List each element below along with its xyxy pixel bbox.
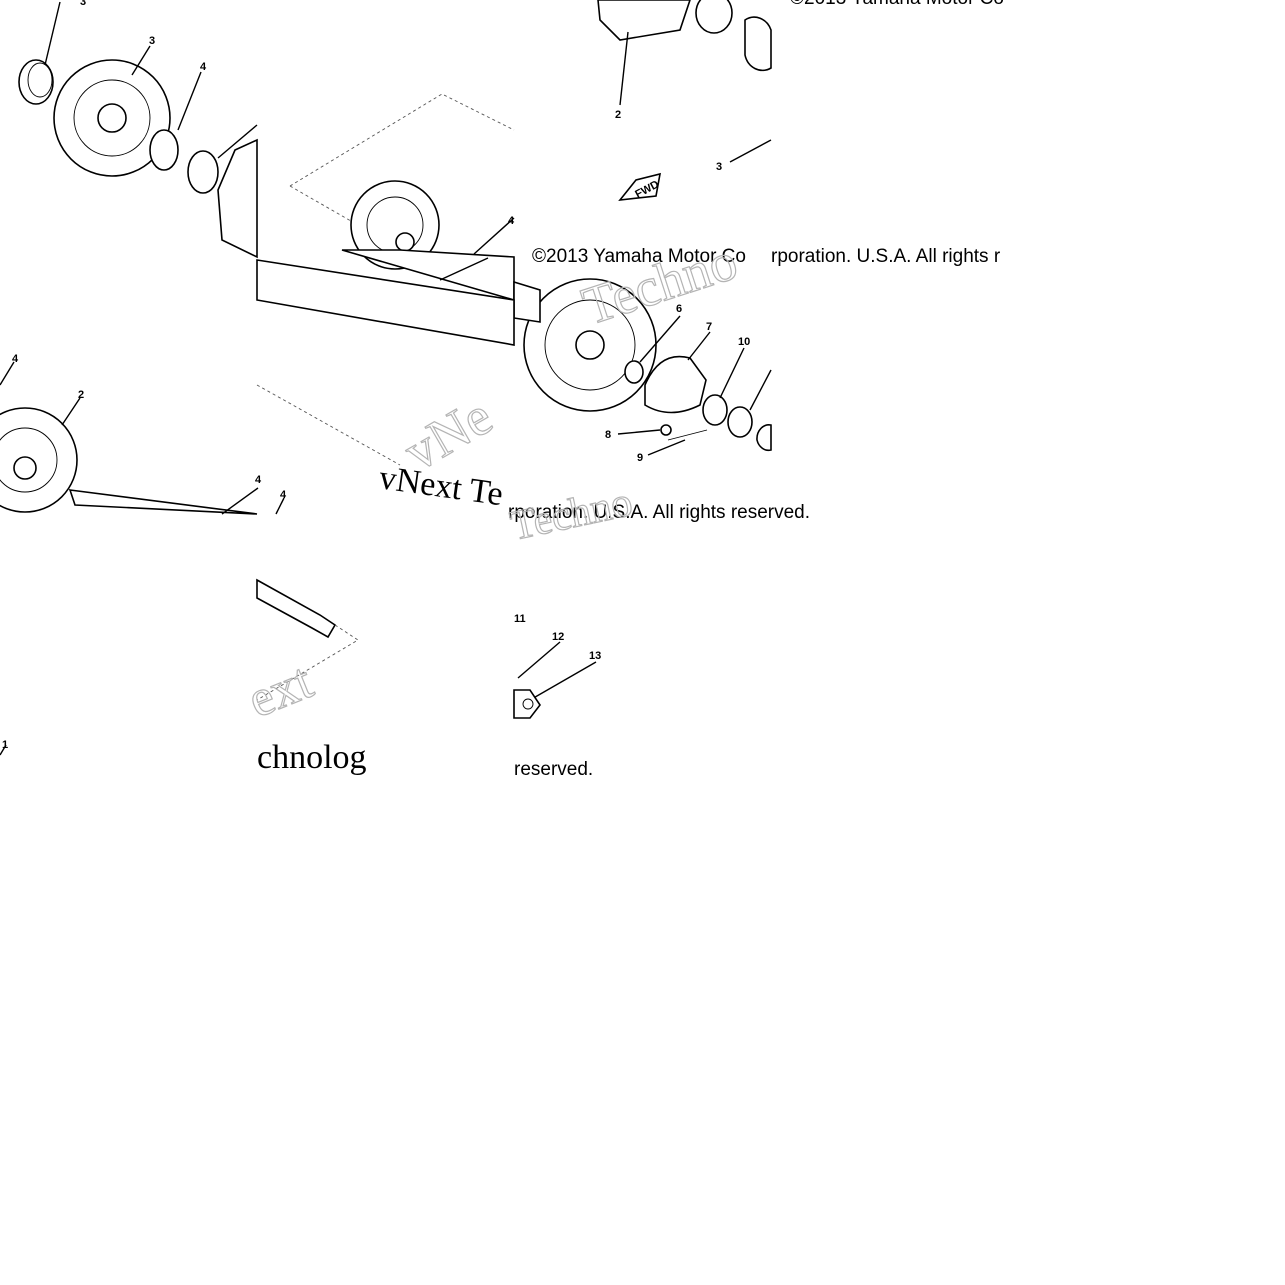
large-gear-part [523, 278, 657, 412]
circlip-part [149, 129, 179, 171]
nut-part [513, 689, 541, 719]
tile-middle-center: vNe vNext Te [256, 257, 515, 513]
gear-part [350, 180, 440, 270]
callout-label: 4 [200, 61, 207, 73]
washer-part [744, 16, 772, 72]
bolt-part [667, 429, 708, 441]
tile-bottom-right: rporation. U.S.A. All rights reserved. T… [506, 479, 810, 780]
copyright-text: rporation. U.S.A. All rights reserved. [508, 502, 810, 523]
callout-label: 9 [637, 452, 643, 464]
shaft-part [68, 489, 258, 515]
washer-part [727, 406, 753, 438]
callout-label: 4 [255, 474, 262, 486]
copyright-text: ©2013 Yamaha Motor Co [532, 246, 746, 267]
watermark-text: ext [240, 652, 321, 729]
housing-part [644, 355, 707, 414]
callout-label: 3 [716, 161, 722, 173]
tile-bottom-left: 1 [0, 739, 8, 756]
copyright-text: reserved. [514, 759, 593, 780]
callout-label: 1 [2, 739, 8, 751]
shaft-part [256, 259, 515, 346]
callout-label: 2 [615, 109, 621, 121]
callout-label: 6 [676, 303, 682, 315]
shaft-part [341, 249, 515, 302]
callout-label: 11 [514, 613, 526, 625]
washer-part [187, 150, 219, 194]
copyright-text-right: rporation. U.S.A. All rights r [771, 246, 1001, 267]
callout-label: 4 [508, 215, 515, 227]
callout-label: 3 [80, 0, 86, 8]
watermark-text: chnolog [257, 739, 367, 776]
callout-label: 12 [552, 631, 564, 643]
forward-arrow-icon: FWD [618, 172, 661, 202]
tile-top-right: 2 3 FWD [597, 0, 772, 202]
gear-part [597, 0, 691, 41]
tile-top-middle: 4 [289, 93, 515, 302]
cap-part [18, 59, 54, 105]
watermark-text: vNext Te [377, 459, 505, 513]
copyright-text: ©2013 Yamaha Motor Co [790, 0, 1004, 9]
tile-bottom-center: ext chnolog [240, 578, 367, 776]
callout-label: 4 [280, 489, 287, 501]
shaft-end-part [256, 578, 337, 639]
tile-copyright-strip: ©2013 Yamaha Motor Co [790, 0, 1004, 9]
callout-label: 7 [706, 321, 712, 333]
gear-part [0, 407, 78, 513]
partial-gear [217, 138, 258, 259]
tile-top-left: 3 3 4 [18, 0, 258, 259]
callout-label: 8 [605, 429, 611, 441]
bearing-part [702, 394, 728, 426]
callout-label: 10 [738, 336, 750, 348]
seal-part [624, 360, 644, 384]
gear-part [53, 59, 171, 177]
callout-label: 3 [149, 35, 155, 47]
callout-label: 2 [78, 389, 84, 401]
tile-middle-right: ©2013 Yamaha Motor Co rporation. U.S.A. … [513, 230, 1001, 464]
circlip-part [695, 0, 733, 34]
callout-label: 13 [589, 650, 601, 662]
callout-label: 4 [12, 353, 19, 365]
tile-middle-left: 4 2 4 4 [0, 353, 287, 515]
watermark-text: Techno [507, 479, 637, 550]
